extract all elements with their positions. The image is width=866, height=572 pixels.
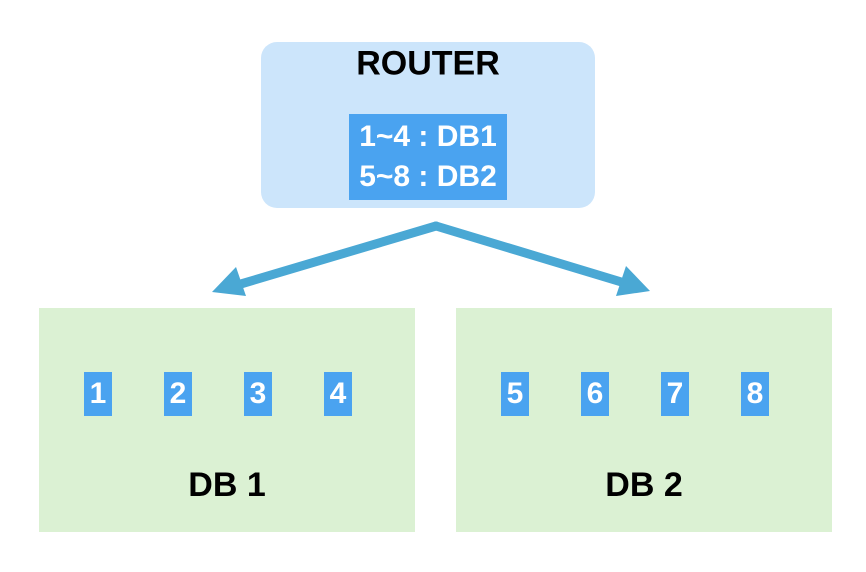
shard-2: 2 (164, 372, 192, 416)
shard-6: 6 (581, 372, 609, 416)
db1-node: 1 2 3 4 DB 1 (39, 308, 415, 532)
arrow-to-db1 (229, 221, 441, 291)
arrowhead-db2 (616, 266, 650, 296)
arrow-to-db2 (431, 221, 633, 289)
routing-rules: 1~4 : DB1 5~8 : DB2 (349, 114, 507, 200)
router-title: ROUTER (356, 44, 500, 83)
shard-4: 4 (324, 372, 352, 416)
routing-rule-db2: 5~8 : DB2 (359, 160, 497, 193)
shard-5: 5 (501, 372, 529, 416)
db1-label: DB 1 (188, 466, 266, 504)
shard-7: 7 (661, 372, 689, 416)
shard-8: 8 (741, 372, 769, 416)
db2-label: DB 2 (605, 466, 683, 504)
router-node: ROUTER 1~4 : DB1 5~8 : DB2 (261, 42, 595, 208)
shard-1: 1 (84, 372, 112, 416)
routing-rule-db1: 1~4 : DB1 (359, 120, 497, 153)
db2-node: 5 6 7 8 DB 2 (456, 308, 832, 532)
arrowhead-db1 (212, 267, 246, 296)
shard-3: 3 (244, 372, 272, 416)
